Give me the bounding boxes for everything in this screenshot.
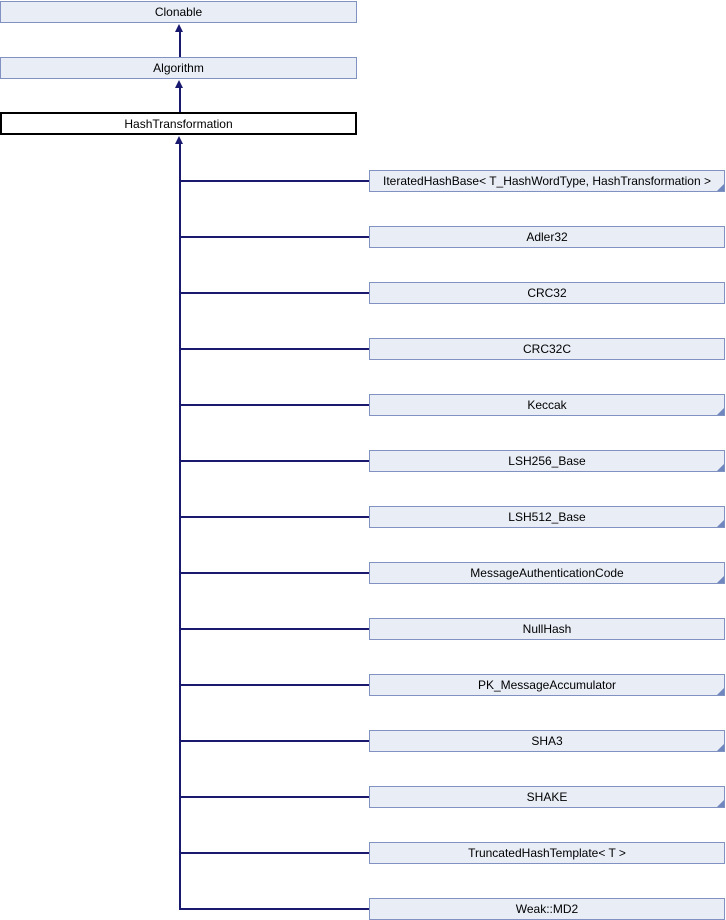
child-node[interactable]: LSH512_Base bbox=[369, 506, 725, 528]
node-label: SHA3 bbox=[531, 734, 563, 748]
child-node[interactable]: NullHash bbox=[369, 618, 725, 640]
node-label: Adler32 bbox=[526, 230, 568, 244]
truncated-fold-icon bbox=[717, 184, 724, 191]
truncated-fold-icon bbox=[717, 520, 724, 527]
child-node[interactable]: Keccak bbox=[369, 394, 725, 416]
child-node[interactable]: Weak::MD2 bbox=[369, 898, 725, 920]
truncated-fold-icon bbox=[717, 688, 724, 695]
child-node[interactable]: IteratedHashBase< T_HashWordType, HashTr… bbox=[369, 170, 725, 192]
child-node[interactable]: Adler32 bbox=[369, 226, 725, 248]
node-label: LSH256_Base bbox=[508, 454, 586, 468]
inheritance-branch-edge bbox=[179, 628, 369, 630]
node-label: IteratedHashBase< T_HashWordType, HashTr… bbox=[383, 174, 711, 188]
child-node[interactable]: TruncatedHashTemplate< T > bbox=[369, 842, 725, 864]
node-label: PK_MessageAccumulator bbox=[477, 678, 617, 692]
inheritance-branch-edge bbox=[179, 740, 369, 742]
node-label: CRC32 bbox=[527, 286, 567, 300]
inheritance-branch-edge bbox=[179, 180, 369, 182]
node-label: MessageAuthenticationCode bbox=[470, 566, 624, 580]
inheritance-branch-edge bbox=[179, 516, 369, 518]
inheritance-arrowhead bbox=[175, 79, 184, 88]
node-clonable[interactable]: Clonable bbox=[0, 1, 357, 23]
inheritance-branch-edge bbox=[179, 684, 369, 686]
inheritance-branch-edge bbox=[179, 460, 369, 462]
inheritance-trunk-line bbox=[179, 143, 181, 910]
node-hashtransformation: HashTransformation bbox=[0, 112, 357, 135]
truncated-fold-icon bbox=[717, 576, 724, 583]
truncated-fold-icon bbox=[717, 464, 724, 471]
inheritance-edge bbox=[179, 30, 181, 57]
child-node[interactable]: SHAKE bbox=[369, 786, 725, 808]
child-node[interactable]: PK_MessageAccumulator bbox=[369, 674, 725, 696]
inheritance-branch-edge bbox=[179, 796, 369, 798]
node-label: HashTransformation bbox=[124, 116, 233, 131]
truncated-fold-icon bbox=[717, 744, 724, 751]
inheritance-branch-edge bbox=[179, 236, 369, 238]
node-label: NullHash bbox=[522, 622, 572, 636]
inheritance-arrowhead bbox=[175, 136, 184, 144]
node-algorithm[interactable]: Algorithm bbox=[0, 57, 357, 79]
child-node[interactable]: SHA3 bbox=[369, 730, 725, 752]
child-node[interactable]: LSH256_Base bbox=[369, 450, 725, 472]
node-label: Weak::MD2 bbox=[515, 902, 579, 916]
inheritance-branch-edge bbox=[179, 572, 369, 574]
inheritance-branch-edge bbox=[179, 292, 369, 294]
node-label: SHAKE bbox=[526, 790, 568, 804]
inheritance-branch-edge bbox=[179, 852, 369, 854]
truncated-fold-icon bbox=[717, 408, 724, 415]
node-label: Keccak bbox=[527, 398, 567, 412]
node-label: TruncatedHashTemplate< T > bbox=[468, 846, 626, 860]
node-label: Algorithm bbox=[153, 61, 204, 75]
inheritance-branch-edge bbox=[179, 404, 369, 406]
node-label: LSH512_Base bbox=[508, 510, 586, 524]
node-label: Clonable bbox=[154, 5, 203, 19]
child-node[interactable]: CRC32C bbox=[369, 338, 725, 360]
inheritance-arrowhead bbox=[175, 23, 184, 32]
inheritance-edge bbox=[179, 86, 181, 112]
child-node[interactable]: CRC32 bbox=[369, 282, 725, 304]
inheritance-branch-edge bbox=[179, 908, 369, 910]
child-node[interactable]: MessageAuthenticationCode bbox=[369, 562, 725, 584]
node-label: CRC32C bbox=[522, 342, 571, 356]
truncated-fold-icon bbox=[717, 800, 724, 807]
inheritance-branch-edge bbox=[179, 348, 369, 350]
